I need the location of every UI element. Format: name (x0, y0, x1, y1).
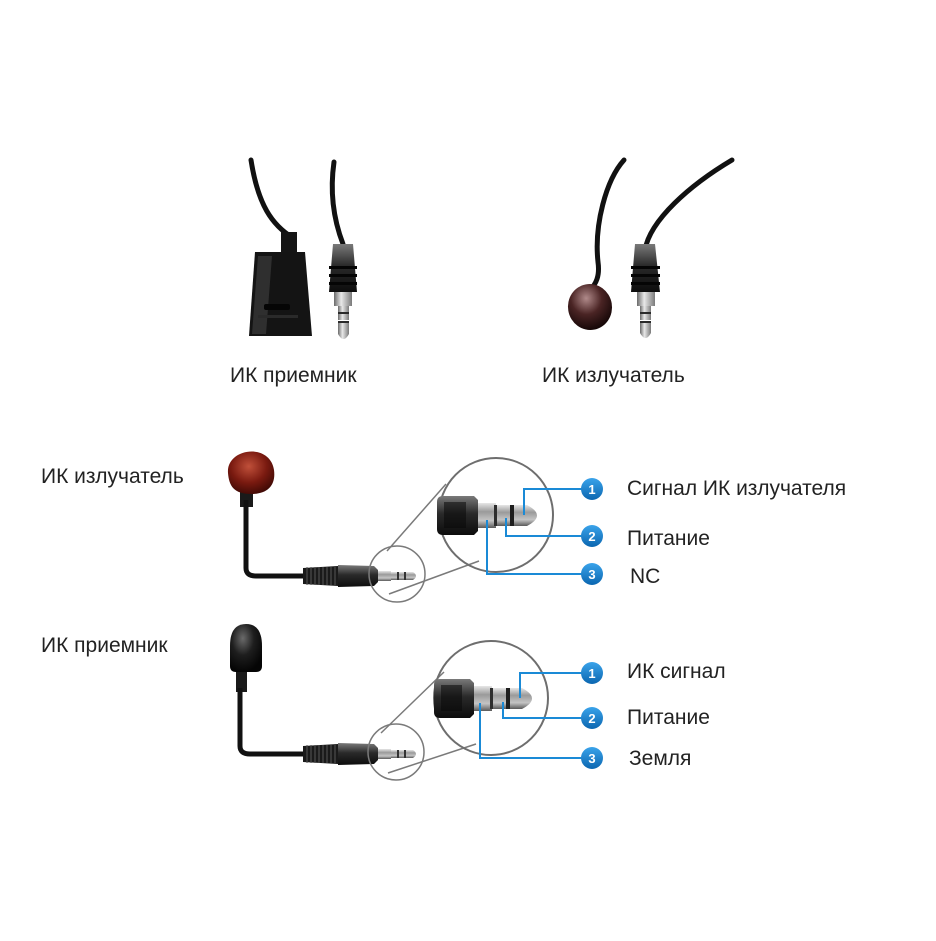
emitter-pin-2-ball: 2 (581, 525, 603, 547)
receiver-pin-1-label: ИК сигнал (627, 660, 726, 683)
receiver-photo-caption: ИК приемник (230, 364, 357, 387)
receiver-pin-3-label: Земля (629, 747, 692, 770)
receiver-callouts (479, 672, 592, 759)
receiver-pin-3-number: 3 (588, 751, 595, 766)
emitter-small-plug (303, 565, 416, 587)
emitter-device-label: ИК излучатель (41, 465, 184, 488)
emitter-callouts (486, 488, 592, 575)
receiver-photo (248, 157, 357, 339)
receiver-pin-1-number: 1 (588, 666, 595, 681)
emitter-pin-3-number: 3 (588, 567, 595, 582)
emitter-photo-caption: ИК излучатель (542, 364, 685, 387)
emitter-pin-1-ball: 1 (581, 478, 603, 500)
emitter-device (227, 451, 308, 579)
emitter-magnifier (368, 457, 554, 603)
receiver-device-label: ИК приемник (41, 634, 168, 657)
receiver-pin-1-ball: 1 (581, 662, 603, 684)
receiver-magnifier (367, 640, 549, 781)
emitter-pin-2-label: Питание (627, 527, 710, 550)
emitter-pin-1-number: 1 (588, 482, 595, 497)
emitter-pin-3-label: NC (630, 565, 661, 588)
emitter-pin-3-ball: 3 (581, 563, 603, 585)
receiver-pin-3-ball: 3 (581, 747, 603, 769)
receiver-small-plug (303, 743, 416, 765)
receiver-pin-2-ball: 2 (581, 707, 603, 729)
emitter-pin-2-number: 2 (588, 529, 595, 544)
emitter-photo (567, 157, 735, 338)
emitter-pin-1-label: Сигнал ИК излучателя (627, 477, 847, 500)
receiver-pin-2-label: Питание (627, 706, 710, 729)
receiver-pin-2-number: 2 (588, 711, 595, 726)
receiver-device (230, 624, 308, 757)
